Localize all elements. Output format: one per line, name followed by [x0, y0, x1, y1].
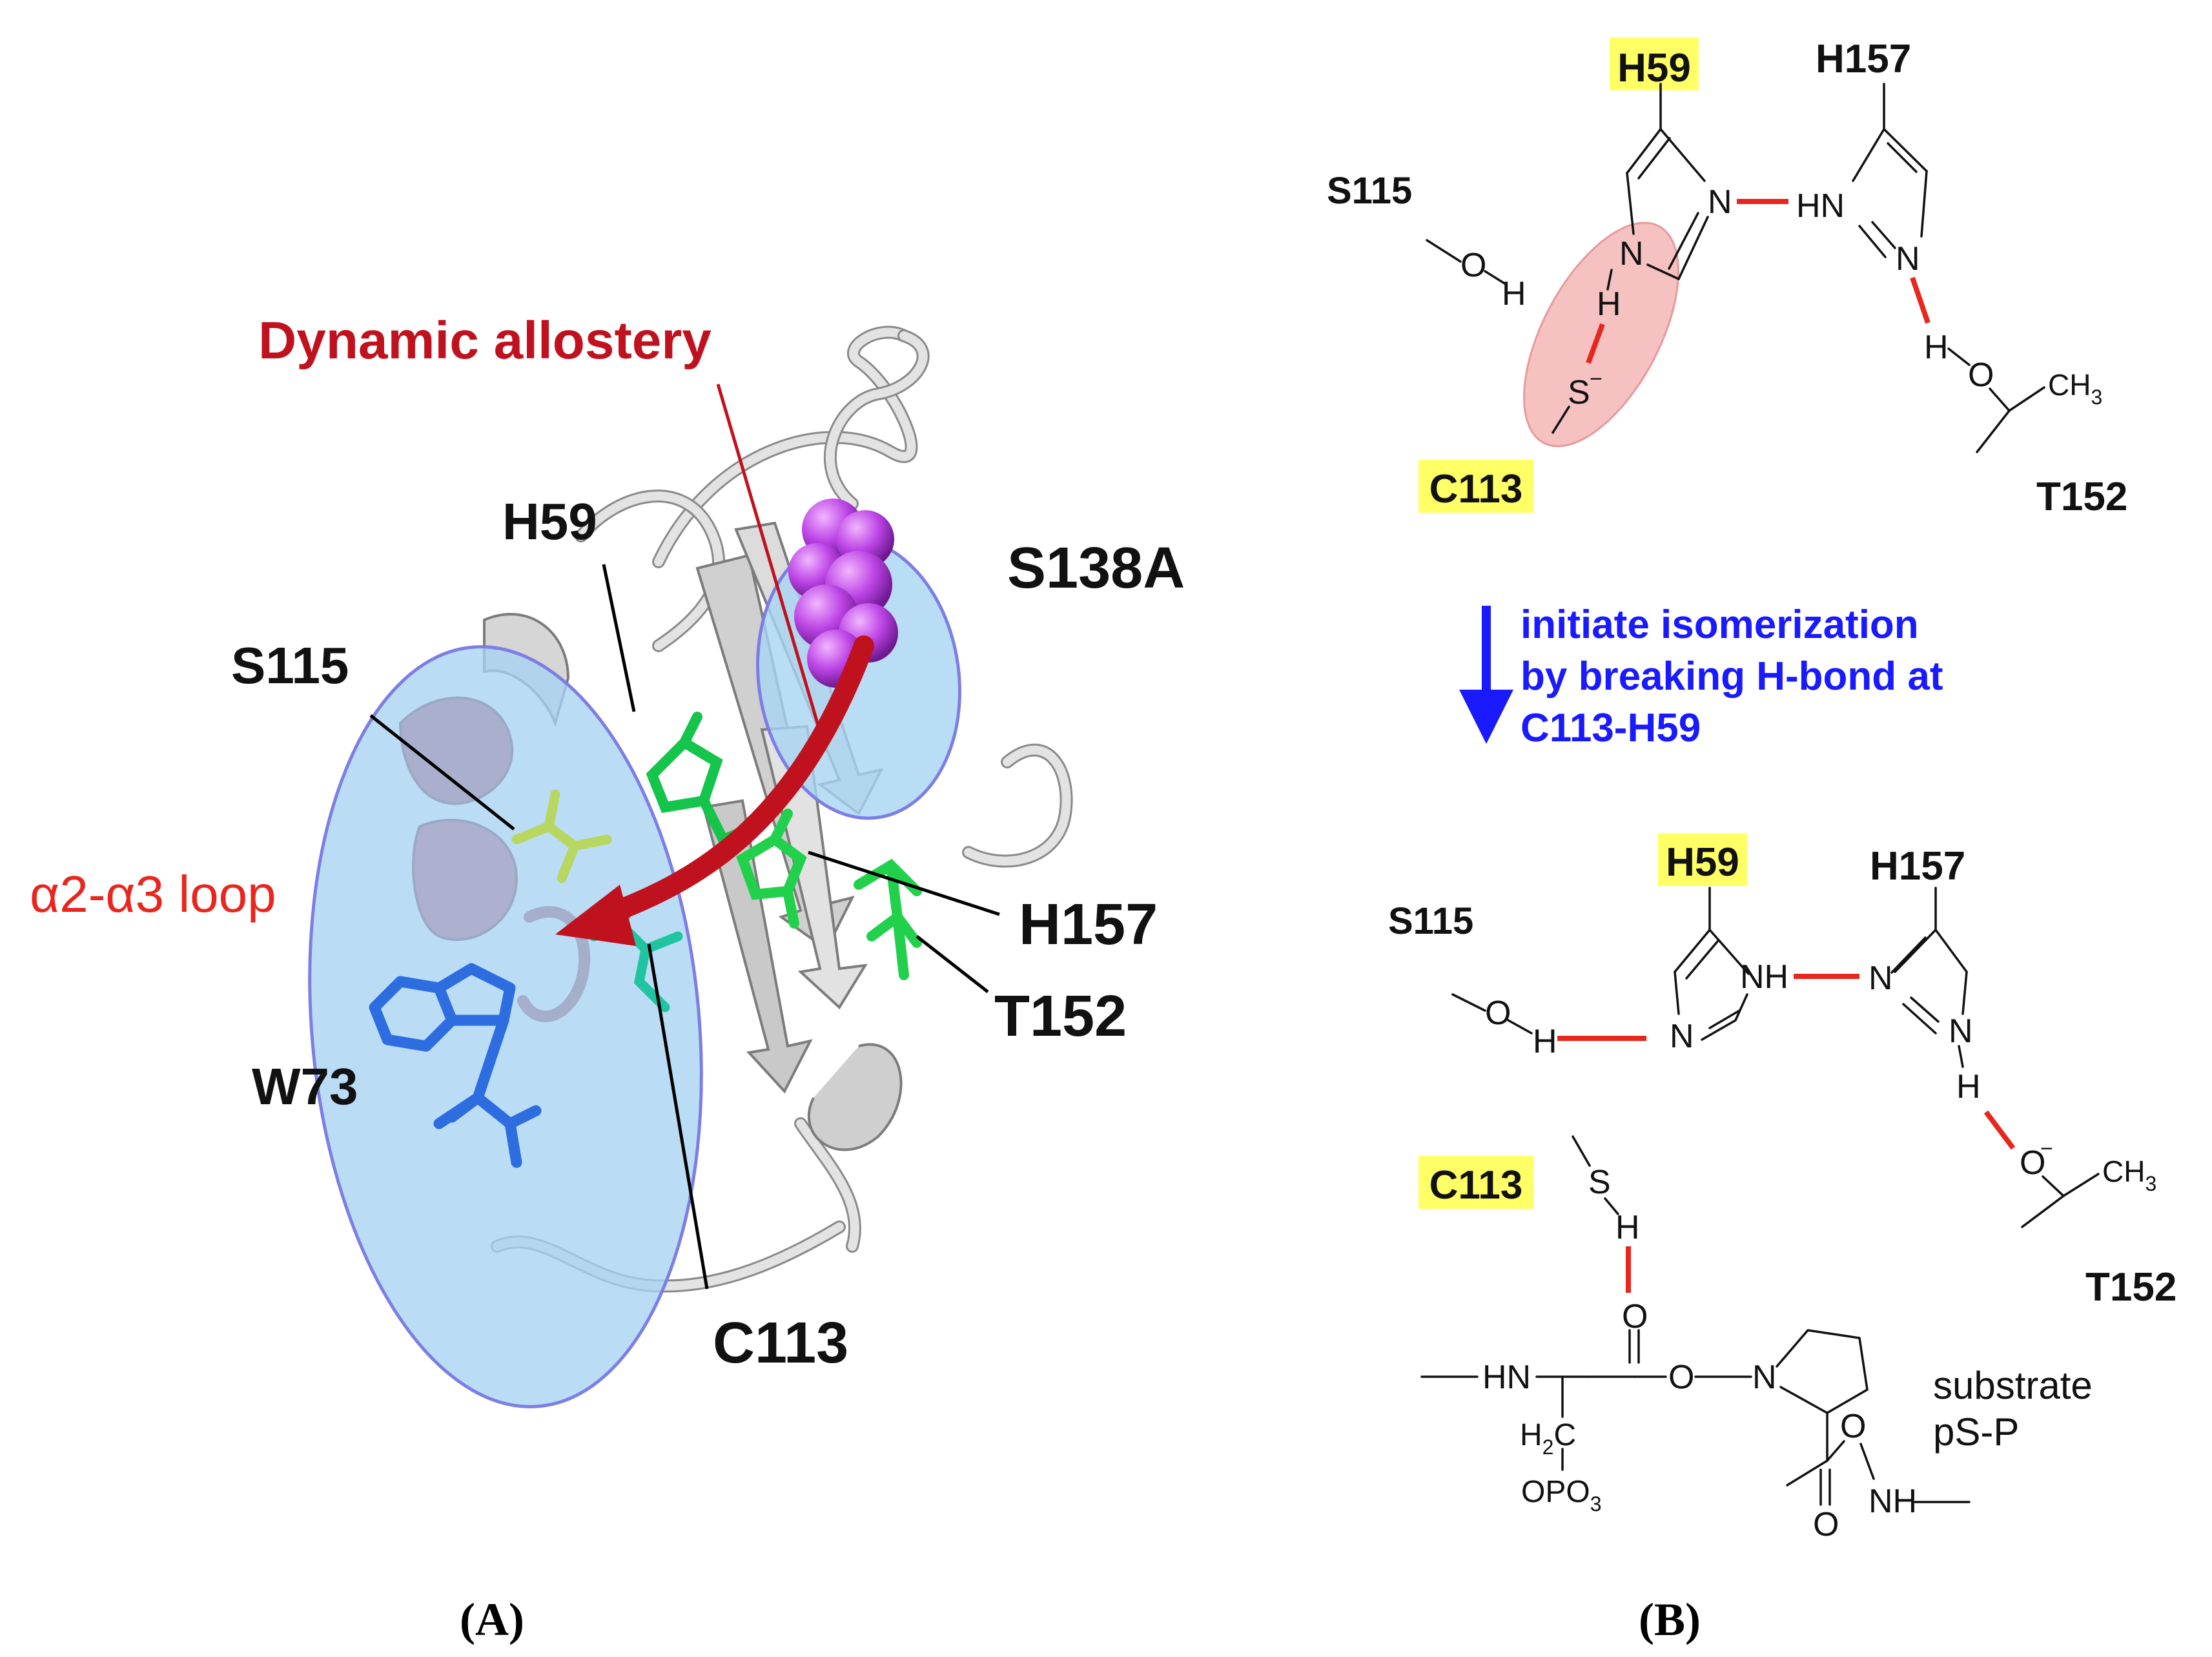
s115-label-bottom: S115 [1388, 900, 1473, 942]
h59-imidazole-bottom [1674, 887, 1750, 1041]
h59-nh-bottom: NH [1740, 958, 1788, 996]
w73-label: W73 [252, 1058, 358, 1115]
s115-o-top: O [1460, 247, 1486, 284]
c113-s-top: S [1568, 374, 1590, 411]
h157-label-bottom: H157 [1870, 844, 1965, 889]
c113-highlight-bottom [1418, 1156, 1533, 1209]
c113-s-bottom: S [1588, 1164, 1611, 1201]
h59-label-a: H59 [502, 493, 597, 550]
t152-minus-bottom: − [2040, 1137, 2053, 1161]
h59-h-top: H [1597, 285, 1621, 323]
h157-n-bottom-left: N [1869, 960, 1893, 997]
h59-n-bottom: N [1670, 1018, 1694, 1055]
h157-n-bottom-right: N [1949, 1013, 1973, 1050]
residue-s115-sticks [511, 789, 612, 883]
residue-t152-sticks [854, 858, 922, 980]
isomerization-text-3: C113-H59 [1521, 706, 1701, 750]
h59-label-bottom: H59 [1666, 840, 1739, 885]
h59-highlight-top [1610, 37, 1699, 90]
panel-a-caption: (A) [460, 1594, 524, 1645]
panel-b: H59 H157 S115 C113 T152 N N H [1327, 37, 2176, 1645]
h157-imidazole-bottom [1890, 887, 1968, 1034]
substrate-o-proline-carbonyl: O [1813, 1506, 1839, 1543]
substrate-n-proline: N [1752, 1359, 1777, 1396]
h59-highlight-bottom [1658, 833, 1747, 886]
substrate-structure: HN O O N O O NH [1420, 1298, 1971, 1543]
c113-h-bottom: H [1615, 1209, 1640, 1246]
h59-n-top-left: N [1619, 235, 1644, 273]
bottom-scheme: H59 H157 S115 C113 T152 NH N [1388, 833, 2176, 1543]
isomerization-text-2: by breaking H-bond at [1521, 654, 1943, 699]
h59-imidazole-top [1626, 83, 1709, 280]
h157-imidazole-top [1852, 83, 1928, 258]
t152-label-a: T152 [994, 984, 1127, 1049]
h157-h-bottom: H [1956, 1068, 1981, 1106]
top-scheme: H59 H157 S115 C113 T152 N N H [1327, 37, 2127, 519]
t152-ch3-top: CH3 [2048, 368, 2102, 409]
a2-a3-loop-label: α2-α3 loop [30, 865, 276, 923]
substrate-o-carbonyl: O [1622, 1298, 1648, 1335]
isomerization-text-1: initiate isomerization [1521, 602, 1919, 647]
hbond-h157-t152-bottom [1983, 1110, 2016, 1150]
h59-n-top-right: N [1708, 183, 1732, 221]
t152-o-bottom: O [2020, 1144, 2045, 1182]
s115-label-a: S115 [231, 637, 349, 694]
s115-h-top: H [1502, 275, 1526, 313]
s115-h-bottom: H [1533, 1023, 1557, 1060]
h157-label-a: H157 [1019, 892, 1158, 957]
h157-label-top: H157 [1816, 37, 1911, 81]
s138a-label: S138A [1007, 536, 1185, 601]
allostery-arrow [555, 635, 874, 946]
dynamic-allostery-label: Dynamic allostery [258, 311, 712, 370]
allostery-pointer-line [716, 384, 823, 737]
hbond-h157-t152-top [1910, 276, 1930, 324]
label-leader-lines [369, 564, 1000, 1290]
residue-h157-sticks [736, 808, 807, 929]
hbond-h59-c113-top [1586, 323, 1605, 364]
t152-label-bottom: T152 [2085, 1265, 2176, 1310]
panel-b-caption: (B) [1639, 1594, 1701, 1645]
substrate-h2c: H2C [1520, 1418, 1576, 1459]
residue-w73-sticks [369, 963, 542, 1168]
h157-n-top: N [1896, 240, 1920, 278]
h157-hn-top: HN [1796, 187, 1845, 225]
c113-label-a: C113 [713, 1311, 848, 1375]
substrate-hn: HN [1482, 1359, 1531, 1396]
c113-minus-top: − [1590, 367, 1603, 391]
t152-ch3-bottom: CH3 [2102, 1155, 2156, 1195]
c113-label-bottom: C113 [1429, 1163, 1523, 1208]
t152-h-top: H [1924, 329, 1949, 366]
substrate-opo3: OPO3 [1521, 1475, 1601, 1516]
c113-label-top: C113 [1429, 467, 1523, 511]
s115-label-top: S115 [1327, 170, 1412, 212]
substrate-label-1: substrate [1933, 1364, 2093, 1407]
panel-a: Dynamic allostery S138A H59 S115 α2-α3 l… [30, 311, 1185, 1645]
s115-o-bottom: O [1485, 994, 1511, 1032]
substrate-nh: NH [1869, 1483, 1917, 1520]
h59-label-top: H59 [1617, 46, 1691, 90]
t152-label-top: T152 [2036, 475, 2127, 519]
substrate-o-ester: O [1668, 1359, 1694, 1396]
substrate-o-proline-ester: O [1840, 1408, 1866, 1445]
c113-highlight-top [1418, 460, 1533, 513]
substrate-label-2: pS-P [1933, 1410, 2019, 1454]
